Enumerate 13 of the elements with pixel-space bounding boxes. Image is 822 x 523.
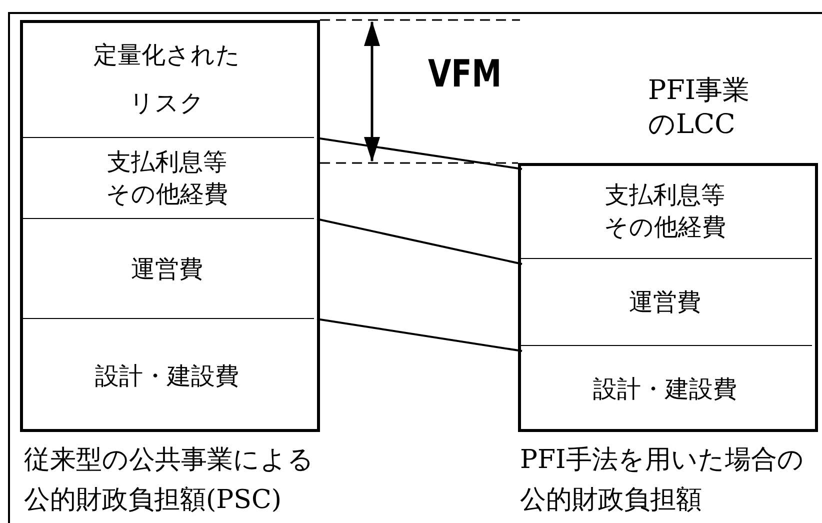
segment-label: 定量化されたリスク (92, 40, 242, 118)
segment-label: 設計・建設費 (94, 360, 240, 392)
segment-label: 支払利息等その他経費 (105, 147, 229, 210)
annotation-label: PFI事業のLCC (648, 74, 751, 142)
stack-caption: PFI手法を用いた場合の公的財政負担額 (520, 444, 805, 517)
cost-stack-box (20, 20, 320, 432)
annotation-label: VFM (428, 52, 502, 98)
segment-label: 設計・建設費 (592, 374, 738, 405)
segment-label: 運営費 (628, 287, 702, 318)
stack-caption: 従来型の公共事業による公的財政負担額(PSC) (24, 444, 315, 517)
cost-stack-box (518, 163, 818, 432)
segment-label: 運営費 (130, 254, 204, 284)
segment-label: 支払利息等その他経費 (603, 180, 727, 242)
